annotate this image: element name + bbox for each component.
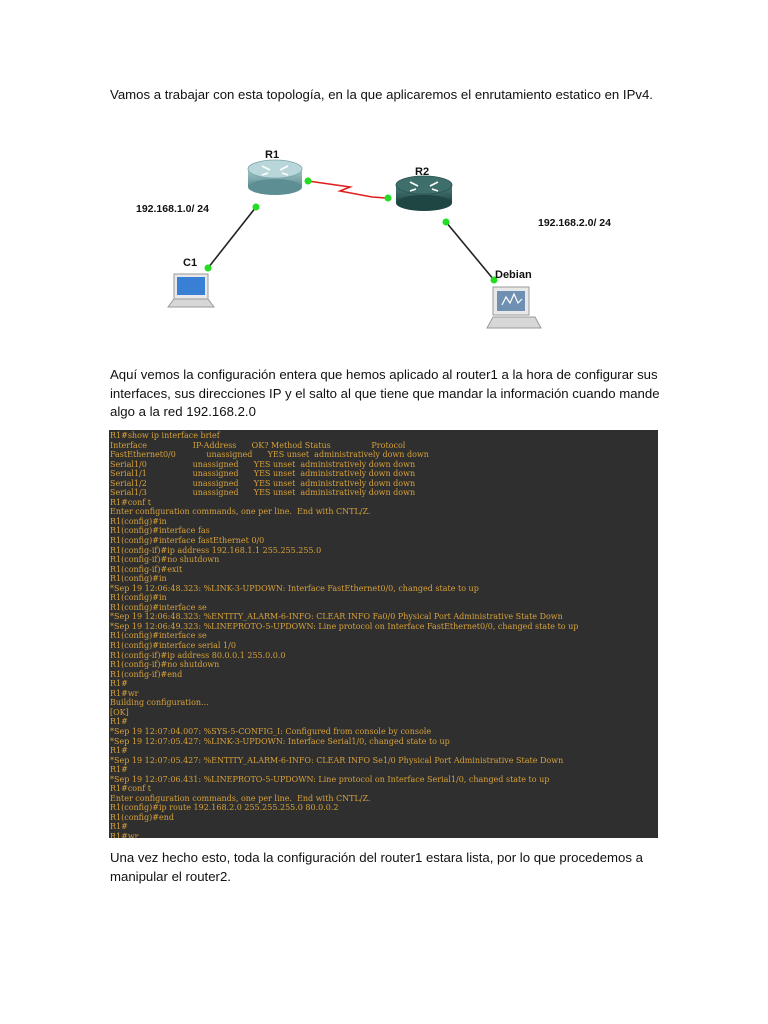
console-line: R1(config)#interface fastEthernet 0/0 — [110, 536, 265, 546]
console-line: Interface IP-Address OK? Method Status P… — [110, 440, 406, 450]
link-status-dot — [384, 194, 392, 202]
console-line: Building configuration... — [110, 698, 209, 708]
r1-label: R1 — [265, 149, 279, 161]
laptop-c1-icon[interactable] — [167, 273, 215, 308]
link-status-dot — [442, 218, 450, 226]
console-line: R1# — [110, 679, 128, 689]
console-line: R1#wr — [110, 831, 139, 838]
console-line: Serial1/0 unassigned YES unset administr… — [110, 459, 416, 469]
console-line: Serial1/3 unassigned YES unset administr… — [110, 488, 416, 498]
network-topology-diagram: R1 R2 C1 Debian 192.168.1.0/ 24 192.168.… — [136, 149, 611, 329]
console-line: *Sep 19 12:07:06.431: %LINEPROTO-5-UPDOW… — [110, 774, 550, 784]
link-r1-c1 — [207, 206, 257, 269]
console-line: Serial1/1 unassigned YES unset administr… — [110, 469, 416, 479]
console-line: R1# — [110, 717, 128, 727]
console-line: *Sep 19 12:06:48.323: %ENTITY_ALARM-6-IN… — [110, 612, 563, 622]
network-1-label: 192.168.1.0/ 24 — [136, 203, 209, 215]
link-status-dot — [304, 177, 312, 185]
console-line: R1#conf t — [110, 497, 151, 507]
intro-paragraph: Vamos a trabajar con esta topología, en … — [110, 87, 653, 102]
console-line: R1# — [110, 822, 128, 832]
r2-label: R2 — [415, 166, 429, 178]
debian-workstation-icon[interactable] — [486, 286, 542, 329]
router-r1-icon[interactable] — [247, 159, 303, 195]
debian-label: Debian — [495, 269, 532, 281]
link-status-dot — [252, 203, 260, 211]
console-line: *Sep 19 12:07:05.427: %ENTITY_ALARM-6-IN… — [110, 755, 564, 765]
console-line: R1#wr — [110, 688, 139, 698]
console-line: R1#conf t — [110, 784, 151, 794]
console-line: R1(config)#in — [110, 516, 167, 526]
console-line: R1#show ip interface brief — [110, 431, 220, 440]
console-line: *Sep 19 12:07:04.007: %SYS-5-CONFIG_I: C… — [110, 726, 432, 736]
console-line: R1(config-if)#ip address 80.0.0.1 255.0.… — [110, 650, 286, 660]
network-2-label: 192.168.2.0/ 24 — [538, 217, 611, 229]
console-line: Enter configuration commands, one per li… — [110, 793, 371, 803]
console-line: Serial1/2 unassigned YES unset administr… — [110, 478, 416, 488]
link-status-dot — [204, 264, 212, 272]
console-line: R1(config-if)#no shutdown — [110, 660, 220, 670]
console-line: *Sep 19 12:07:05.427: %LINK-3-UPDOWN: In… — [110, 736, 450, 746]
link-r2-debian — [445, 221, 495, 281]
console-line: R1(config)#interface se — [110, 631, 207, 641]
console-line: R1(config)#end — [110, 812, 174, 822]
conclusion-paragraph: Una vez hecho esto, toda la configuració… — [110, 850, 643, 884]
console-line: R1(config-if)#no shutdown — [110, 555, 220, 565]
console-line: R1# — [110, 765, 128, 775]
console-line: *Sep 19 12:06:48.323: %LINK-3-UPDOWN: In… — [110, 583, 479, 593]
console-line: R1(config)#interface serial 1/0 — [110, 641, 236, 651]
console-line: FastEthernet0/0 unassigned YES unset adm… — [110, 450, 429, 460]
serial-link-r1-r2 — [307, 180, 387, 199]
console-line: R1# — [110, 746, 128, 756]
console-line: R1(config)#interface se — [110, 602, 207, 612]
c1-label: C1 — [183, 257, 197, 269]
config-description-paragraph: Aquí vemos la configuración entera que h… — [110, 367, 660, 419]
console-line: R1(config-if)#exit — [110, 564, 183, 574]
console-line: R1(config)#interface fas — [110, 526, 210, 536]
console-line: R1(config)#ip route 192.168.2.0 255.255.… — [110, 803, 339, 813]
console-line: [OK] — [110, 707, 129, 717]
console-line: R1(config-if)#end — [110, 669, 183, 679]
console-line: R1(config)#in — [110, 574, 167, 584]
console-line: *Sep 19 12:06:49.323: %LINEPROTO-5-UPDOW… — [110, 621, 579, 631]
console-line: Enter configuration commands, one per li… — [110, 507, 371, 517]
console-line: R1(config)#in — [110, 593, 167, 603]
console-line: R1(config-if)#ip address 192.168.1.1 255… — [110, 545, 322, 555]
router-r2-icon[interactable] — [395, 175, 453, 211]
link-status-dot — [490, 276, 498, 284]
